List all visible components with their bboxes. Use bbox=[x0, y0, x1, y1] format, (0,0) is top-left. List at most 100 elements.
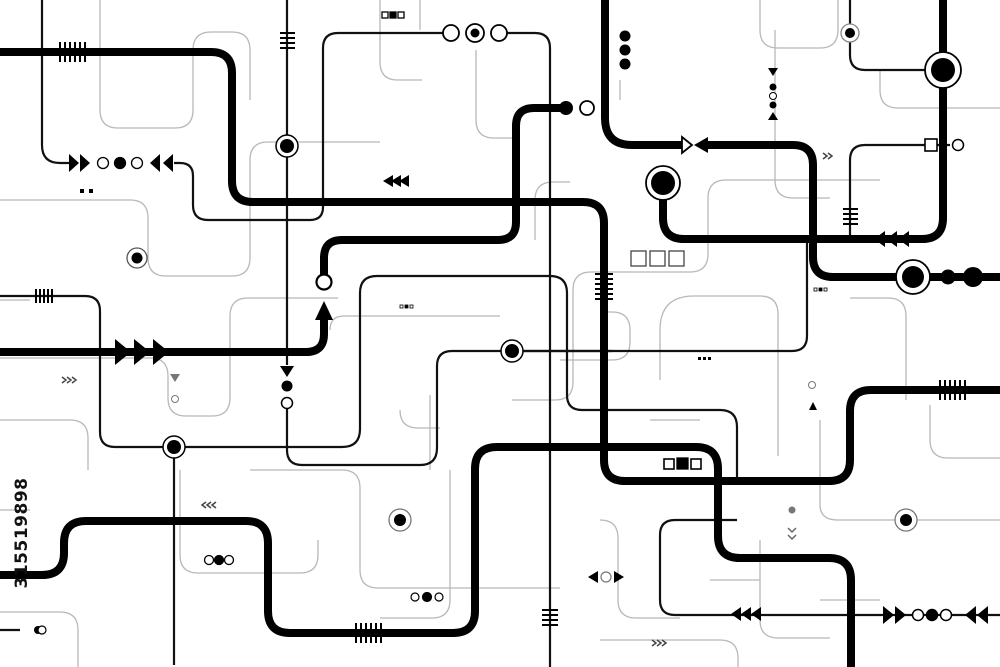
circle-node-icon bbox=[223, 554, 235, 566]
circle-node-icon bbox=[769, 101, 777, 109]
circle-node-icon bbox=[769, 92, 777, 100]
square-node-icon bbox=[690, 458, 702, 470]
circle-node-icon bbox=[963, 267, 983, 287]
circle-node-icon bbox=[410, 592, 420, 602]
stock-id-label: 315519898 bbox=[8, 433, 36, 633]
square-node-icon bbox=[823, 287, 828, 292]
circle-node-icon bbox=[470, 28, 480, 38]
arrow-triangle-icon bbox=[163, 154, 173, 172]
circle-node-icon bbox=[940, 269, 956, 285]
target-node-icon bbox=[924, 51, 962, 89]
arrow-triangle-icon bbox=[588, 571, 598, 583]
circle-node-icon bbox=[951, 138, 965, 152]
chevron-cluster-icons bbox=[61, 152, 834, 647]
arrow-triangle-icon bbox=[886, 231, 897, 247]
target-node-icon bbox=[895, 259, 931, 295]
arrow-triangle-icon bbox=[883, 606, 894, 624]
arrow-triangle-icon bbox=[751, 607, 761, 621]
arrow-triangle-icon bbox=[768, 68, 778, 76]
circle-node-icon bbox=[130, 156, 144, 170]
circle-node-icon bbox=[619, 30, 631, 42]
target-node-icon bbox=[275, 134, 299, 158]
barcode-tick-icon bbox=[939, 380, 966, 400]
target-node-icon bbox=[840, 23, 860, 43]
circle-node-icons bbox=[34, 23, 983, 635]
target-node-icon bbox=[645, 165, 681, 201]
barcode-tick-icon bbox=[843, 208, 858, 225]
arrow-left-icon bbox=[694, 137, 708, 153]
target-node-icons bbox=[126, 23, 962, 532]
circle-node-icon bbox=[171, 395, 179, 403]
circle-node-icon bbox=[788, 506, 796, 514]
square-node-icon bbox=[80, 189, 84, 193]
square-node-icon bbox=[818, 287, 823, 292]
arrow-triangle-icon bbox=[741, 607, 751, 621]
circle-node-icon bbox=[490, 24, 508, 42]
square-node-icon bbox=[924, 138, 938, 152]
arrow-triangle-icon bbox=[965, 606, 976, 624]
circle-node-icon bbox=[96, 156, 110, 170]
circle-node-icon bbox=[213, 554, 225, 566]
arrow-triangle-icon bbox=[898, 231, 909, 247]
square-node-icon bbox=[399, 304, 404, 309]
barcode-tick-icon bbox=[595, 273, 613, 300]
barcode-tick-icon bbox=[542, 609, 558, 626]
square-node-icon bbox=[397, 11, 405, 19]
circle-node-icon bbox=[315, 273, 333, 291]
circle-node-icon bbox=[421, 591, 433, 603]
circle-node-icon bbox=[600, 571, 612, 583]
barcode-tick-icon bbox=[355, 623, 382, 643]
square-node-icon bbox=[698, 357, 701, 360]
stock-number-text: 315519898 bbox=[12, 477, 32, 589]
arrow-triangle-icon bbox=[153, 339, 169, 365]
target-node-icon bbox=[388, 508, 412, 532]
circle-node-icon bbox=[808, 381, 816, 389]
arrow-triangle-icon bbox=[391, 175, 401, 187]
arrow-triangle-icon bbox=[134, 339, 150, 365]
circle-node-icon bbox=[37, 625, 47, 635]
circle-node-icon bbox=[442, 24, 460, 42]
square-node-icon bbox=[668, 250, 685, 267]
arrow-triangle-icon bbox=[809, 402, 817, 410]
square-node-icon bbox=[89, 189, 93, 193]
circle-node-icon bbox=[911, 608, 925, 622]
circle-node-icon bbox=[939, 608, 953, 622]
square-node-icon bbox=[649, 250, 666, 267]
target-node-icon bbox=[162, 435, 186, 459]
arrow-triangle-icon bbox=[150, 154, 160, 172]
circle-node-icon bbox=[113, 156, 127, 170]
square-node-icons bbox=[80, 11, 938, 470]
arrow-triangle-icon bbox=[977, 606, 988, 624]
target-node-icon bbox=[126, 247, 148, 269]
square-node-icon bbox=[676, 457, 689, 470]
circle-node-icon bbox=[280, 396, 294, 410]
arrow-triangle-icon bbox=[399, 175, 409, 187]
square-node-icon bbox=[708, 357, 711, 360]
circle-node-icon bbox=[203, 554, 215, 566]
arrow-triangle-icon bbox=[731, 607, 741, 621]
circle-node-icon bbox=[619, 58, 631, 70]
square-node-icon bbox=[381, 11, 389, 19]
square-node-icon bbox=[389, 11, 397, 19]
arrow-down-icon bbox=[280, 366, 294, 377]
square-node-icon bbox=[703, 357, 706, 360]
arrow-triangle-icon bbox=[614, 571, 624, 583]
arrow-triangle-icon bbox=[895, 606, 906, 624]
circle-node-icon bbox=[281, 380, 293, 392]
barcode-tick-icon bbox=[280, 32, 295, 49]
arrow-triangle-icons bbox=[69, 68, 988, 624]
arrow-triangle-icon bbox=[383, 175, 393, 187]
target-node-icon bbox=[500, 339, 524, 363]
square-node-icon bbox=[409, 304, 414, 309]
arrow-triangle-icon bbox=[69, 154, 79, 172]
square-node-icon bbox=[813, 287, 818, 292]
arrow-triangle-icon bbox=[874, 231, 885, 247]
barcode-tick-icons bbox=[35, 32, 966, 643]
circle-node-icon bbox=[434, 592, 444, 602]
arrow-triangle-icon bbox=[80, 154, 90, 172]
circle-node-icon bbox=[925, 608, 939, 622]
barcode-tick-icon bbox=[59, 42, 86, 62]
square-node-icon bbox=[404, 304, 409, 309]
